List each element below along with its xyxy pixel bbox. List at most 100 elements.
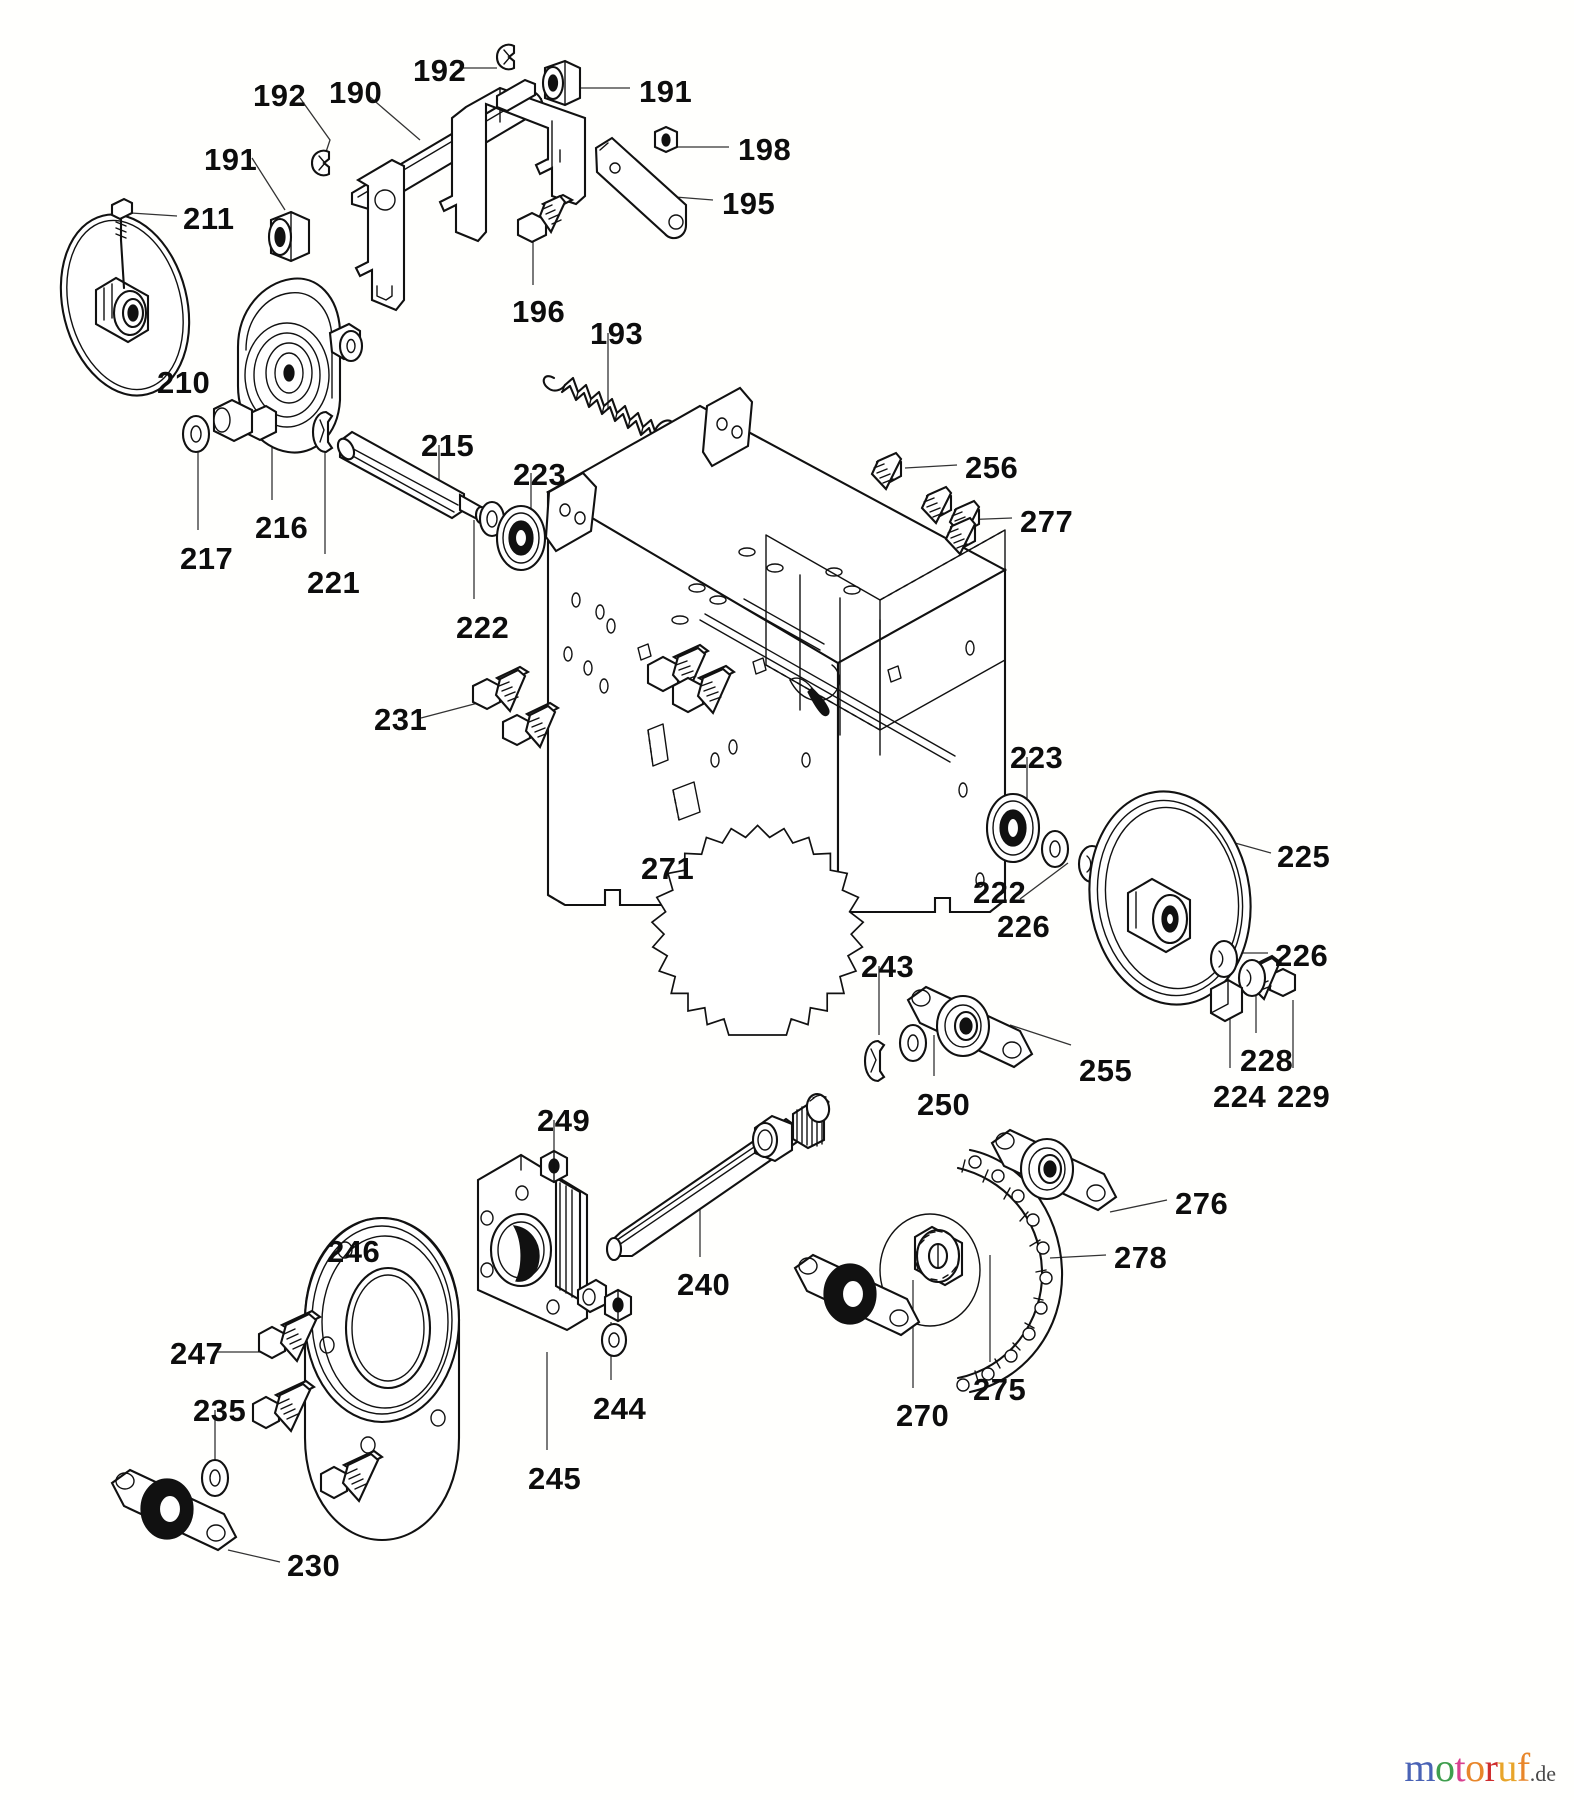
part-225-pulley bbox=[1088, 790, 1252, 1006]
callout-label-225: 225 bbox=[1277, 839, 1331, 874]
leader-line-256 bbox=[904, 464, 958, 469]
part-215-shaft bbox=[336, 430, 488, 525]
callout-label-228: 228 bbox=[1240, 1043, 1294, 1078]
part-244-washer bbox=[600, 1322, 628, 1358]
leader-line-211 bbox=[130, 212, 178, 217]
leader-line-230 bbox=[227, 1549, 281, 1563]
motoruf-watermark: motoruf.de bbox=[1404, 1748, 1556, 1788]
part-192-retaining-clip-b bbox=[310, 149, 331, 177]
part-229-bolt bbox=[1237, 954, 1297, 1001]
part-216-clutch-housing bbox=[212, 277, 362, 454]
callout-label-271: 271 bbox=[641, 851, 695, 886]
callout-label-192-b: 192 bbox=[413, 53, 467, 88]
callout-label-192-a: 192 bbox=[253, 78, 307, 113]
callout-label-217: 217 bbox=[180, 541, 234, 576]
part-243-retaining-ring bbox=[863, 1039, 886, 1083]
callout-label-221: 221 bbox=[307, 565, 361, 600]
watermark-letter: o bbox=[1465, 1745, 1485, 1790]
callout-label-247: 247 bbox=[170, 1336, 224, 1371]
part-190-shaft-assembly bbox=[350, 78, 587, 312]
part-245-bracket-plate bbox=[476, 1153, 608, 1332]
callout-label-278: 278 bbox=[1114, 1240, 1168, 1275]
callout-label-193: 193 bbox=[590, 316, 644, 351]
part-277-bolts bbox=[920, 485, 981, 556]
callout-label-256: 256 bbox=[965, 450, 1019, 485]
part-231-bolts bbox=[471, 665, 561, 749]
part-196-bolt bbox=[516, 193, 575, 244]
leader-line-226-a bbox=[1019, 862, 1069, 900]
part-210-disc bbox=[59, 213, 191, 397]
callout-label-240: 240 bbox=[677, 1267, 731, 1302]
watermark-letter: m bbox=[1404, 1745, 1435, 1790]
leader-line-255 bbox=[1009, 1024, 1072, 1046]
callout-label-210: 210 bbox=[157, 365, 211, 400]
part-221-snap-ring bbox=[311, 410, 334, 454]
callout-label-211: 211 bbox=[183, 201, 235, 236]
callout-label-191-b: 191 bbox=[204, 142, 258, 177]
callout-label-245: 245 bbox=[528, 1461, 582, 1496]
callout-label-231: 231 bbox=[374, 702, 428, 737]
watermark-letter: t bbox=[1454, 1745, 1466, 1790]
callout-label-277: 277 bbox=[1020, 504, 1074, 539]
part-198-nut bbox=[653, 125, 679, 154]
part-270-bearing-flange bbox=[793, 1253, 921, 1337]
watermark-tld: .de bbox=[1529, 1761, 1556, 1786]
watermark-letter: r bbox=[1484, 1745, 1498, 1790]
callout-label-195: 195 bbox=[722, 186, 776, 221]
part-223-bearing-right bbox=[985, 792, 1041, 864]
part-244-nut bbox=[603, 1288, 633, 1323]
part-256-bolt bbox=[870, 451, 903, 491]
watermark-letter: f bbox=[1516, 1745, 1530, 1790]
callout-label-216: 216 bbox=[255, 510, 309, 545]
callout-label-229: 229 bbox=[1277, 1079, 1331, 1114]
part-washer-mid bbox=[338, 329, 364, 363]
watermark-letter: u bbox=[1497, 1745, 1517, 1790]
part-195-link-arm bbox=[594, 136, 688, 240]
part-192-retaining-clip-a bbox=[495, 43, 516, 71]
callout-label-235: 235 bbox=[193, 1393, 247, 1428]
callout-label-198: 198 bbox=[738, 132, 792, 167]
callout-label-243: 243 bbox=[861, 949, 915, 984]
callout-label-224: 224 bbox=[1213, 1079, 1267, 1114]
callout-label-226-b: 226 bbox=[1275, 938, 1329, 973]
watermark-letter: o bbox=[1434, 1745, 1455, 1790]
callout-label-223-a: 223 bbox=[513, 457, 567, 492]
callout-label-191-a: 191 bbox=[639, 74, 693, 109]
part-250-washer bbox=[898, 1023, 928, 1063]
callout-label-250: 250 bbox=[917, 1087, 971, 1122]
leader-line-190 bbox=[369, 96, 421, 141]
callout-label-230: 230 bbox=[287, 1548, 341, 1583]
callout-label-196: 196 bbox=[512, 294, 566, 329]
part-246-brake-drum bbox=[303, 1216, 461, 1542]
part-255-bearing-flange bbox=[906, 985, 1034, 1069]
part-230-bearing-flange bbox=[110, 1468, 238, 1552]
callout-label-249: 249 bbox=[537, 1103, 591, 1138]
callout-label-275: 275 bbox=[973, 1372, 1027, 1407]
leader-line-278 bbox=[1049, 1254, 1107, 1259]
part-223-bearing-left bbox=[495, 504, 547, 572]
leader-line-191-b bbox=[251, 157, 286, 211]
leader-line-276 bbox=[1109, 1199, 1168, 1213]
part-275-sprocket-gear bbox=[650, 824, 981, 1327]
callout-label-190: 190 bbox=[329, 75, 383, 110]
part-frame-center-bolts bbox=[646, 643, 736, 715]
callout-label-255: 255 bbox=[1079, 1053, 1133, 1088]
callout-label-222-b: 222 bbox=[973, 875, 1027, 910]
callout-label-215: 215 bbox=[421, 428, 475, 463]
part-217-washer bbox=[181, 414, 211, 454]
part-191-bushing-b bbox=[267, 210, 311, 263]
callout-label-244: 244 bbox=[593, 1391, 647, 1426]
callout-label-223-b: 223 bbox=[1010, 740, 1064, 775]
part-247-bolts bbox=[251, 1309, 384, 1503]
part-249-nut bbox=[539, 1149, 569, 1184]
callout-label-270: 270 bbox=[896, 1398, 950, 1433]
part-224-key bbox=[1209, 978, 1244, 1023]
callout-label-276: 276 bbox=[1175, 1186, 1229, 1221]
part-276-bearing-flange bbox=[990, 1128, 1118, 1212]
part-235-washer bbox=[200, 1458, 230, 1498]
part-240-shaft bbox=[605, 1093, 831, 1262]
part-222-washer-right bbox=[1040, 829, 1070, 869]
part-191-bushing-a bbox=[541, 59, 582, 107]
